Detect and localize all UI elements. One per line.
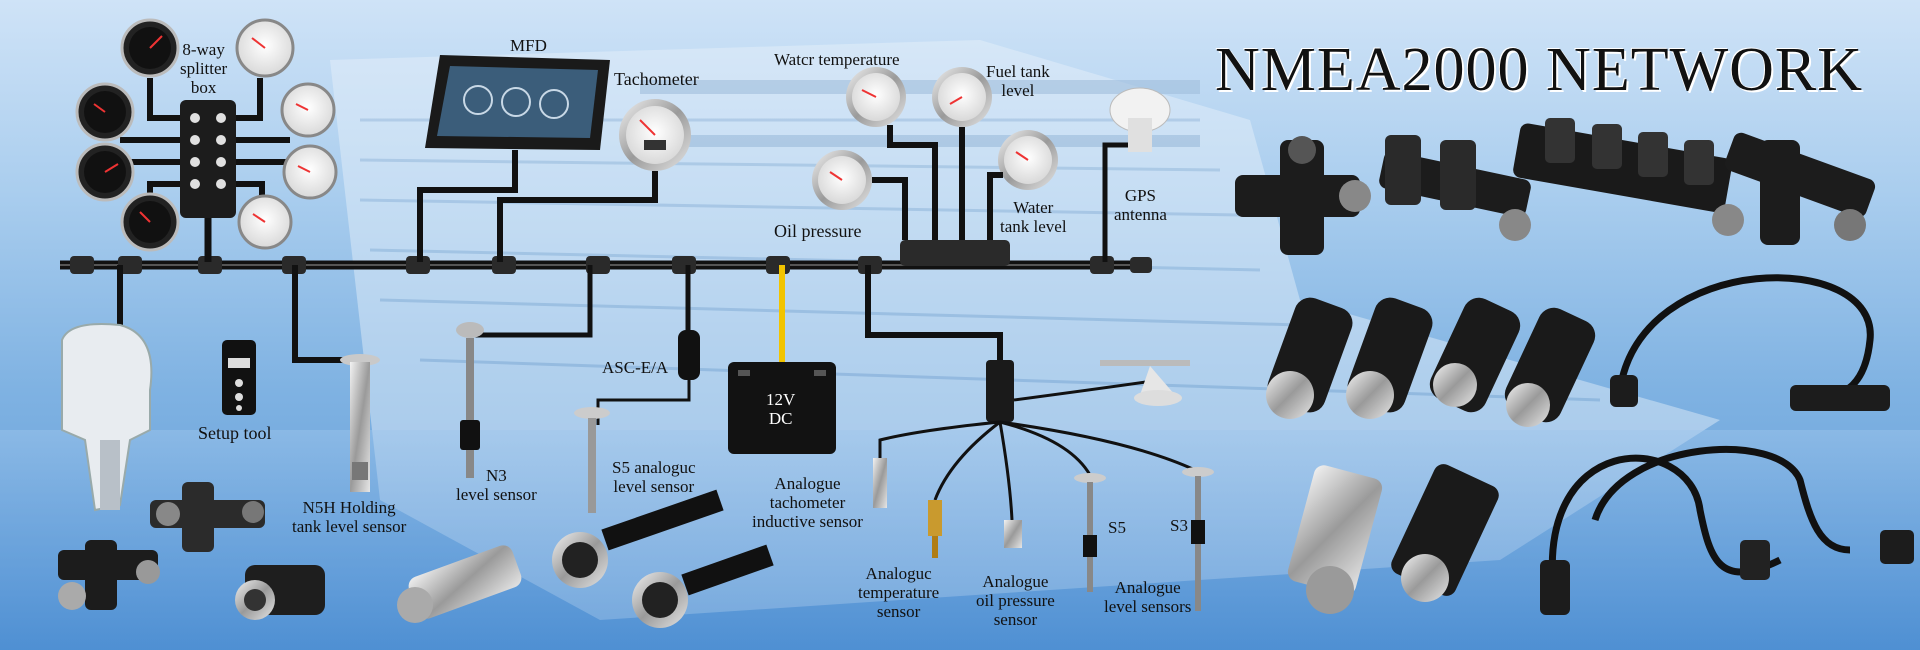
connector-samples-bottom-left (58, 482, 774, 628)
gauge-black-3 (75, 142, 135, 202)
gauge-black-1 (120, 18, 180, 78)
splitter-box (120, 78, 290, 262)
outboard-motor (61, 265, 153, 512)
sea-background (0, 430, 1920, 650)
label-setup-tool: Setup tool (198, 423, 272, 443)
product-multi-port (1513, 118, 1744, 236)
product-tee-2 (1379, 135, 1531, 241)
product-collage-right (1235, 118, 1914, 615)
gauge-white-3 (282, 144, 338, 200)
n3-sensor (456, 265, 593, 478)
analogue-hub (865, 265, 1196, 521)
label-s3: S3 (1170, 516, 1188, 535)
product-metal-connectors (1287, 464, 1499, 614)
mfd-display (417, 55, 610, 262)
water-temp-gauge (846, 67, 938, 240)
field-connector-male (235, 565, 325, 620)
gauge-black-2 (75, 82, 135, 142)
product-field-connectors (1266, 297, 1596, 427)
battery-12v (728, 265, 836, 454)
field-connector-female (397, 545, 522, 623)
analogue-oil-sensor (1004, 520, 1022, 548)
setup-tool-device (222, 340, 256, 415)
tee-connector-gray (150, 482, 265, 552)
page-title: NMEA2000 NETWORK (1215, 36, 1863, 104)
cable-connector-pair (552, 489, 774, 628)
water-tank-gauge (987, 130, 1058, 240)
splitter-gauges (75, 18, 338, 252)
n5h-sensor (292, 265, 380, 492)
tachometer-gauge (497, 99, 691, 262)
label-tachometer: Tachometer (614, 69, 699, 89)
label-mfd: MFD (510, 36, 547, 55)
label-water-temperature: Watcr temperature (774, 50, 900, 69)
s3-sensor (1182, 467, 1214, 611)
fuel-tank-gauge (932, 67, 992, 240)
analogue-temp-sensor (928, 500, 942, 558)
s5-sensor (1074, 473, 1106, 592)
product-cable-loop-bottom (1540, 445, 1914, 615)
tee-connector-black (58, 540, 160, 610)
gauge-white-1 (235, 18, 295, 78)
oil-pressure-gauge (812, 150, 908, 240)
label-oil-pressure: Oil pressure (774, 221, 862, 241)
product-cable-loop-top (1610, 274, 1890, 411)
gauge-white-4 (237, 194, 293, 250)
s5-analogue-sensor (574, 407, 610, 513)
product-tee-3 (1724, 132, 1876, 245)
product-tee-1 (1235, 136, 1371, 255)
label-s5: S5 (1108, 518, 1126, 537)
multi-tee-block (900, 240, 1010, 266)
gauge-white-2 (280, 82, 336, 138)
label-asc-ea: ASC-E/A (602, 358, 669, 377)
wind-sensor (1100, 360, 1190, 406)
gps-antenna (1102, 87, 1171, 262)
gauge-black-4 (120, 192, 180, 252)
analogue-tach-sensor (873, 458, 887, 508)
